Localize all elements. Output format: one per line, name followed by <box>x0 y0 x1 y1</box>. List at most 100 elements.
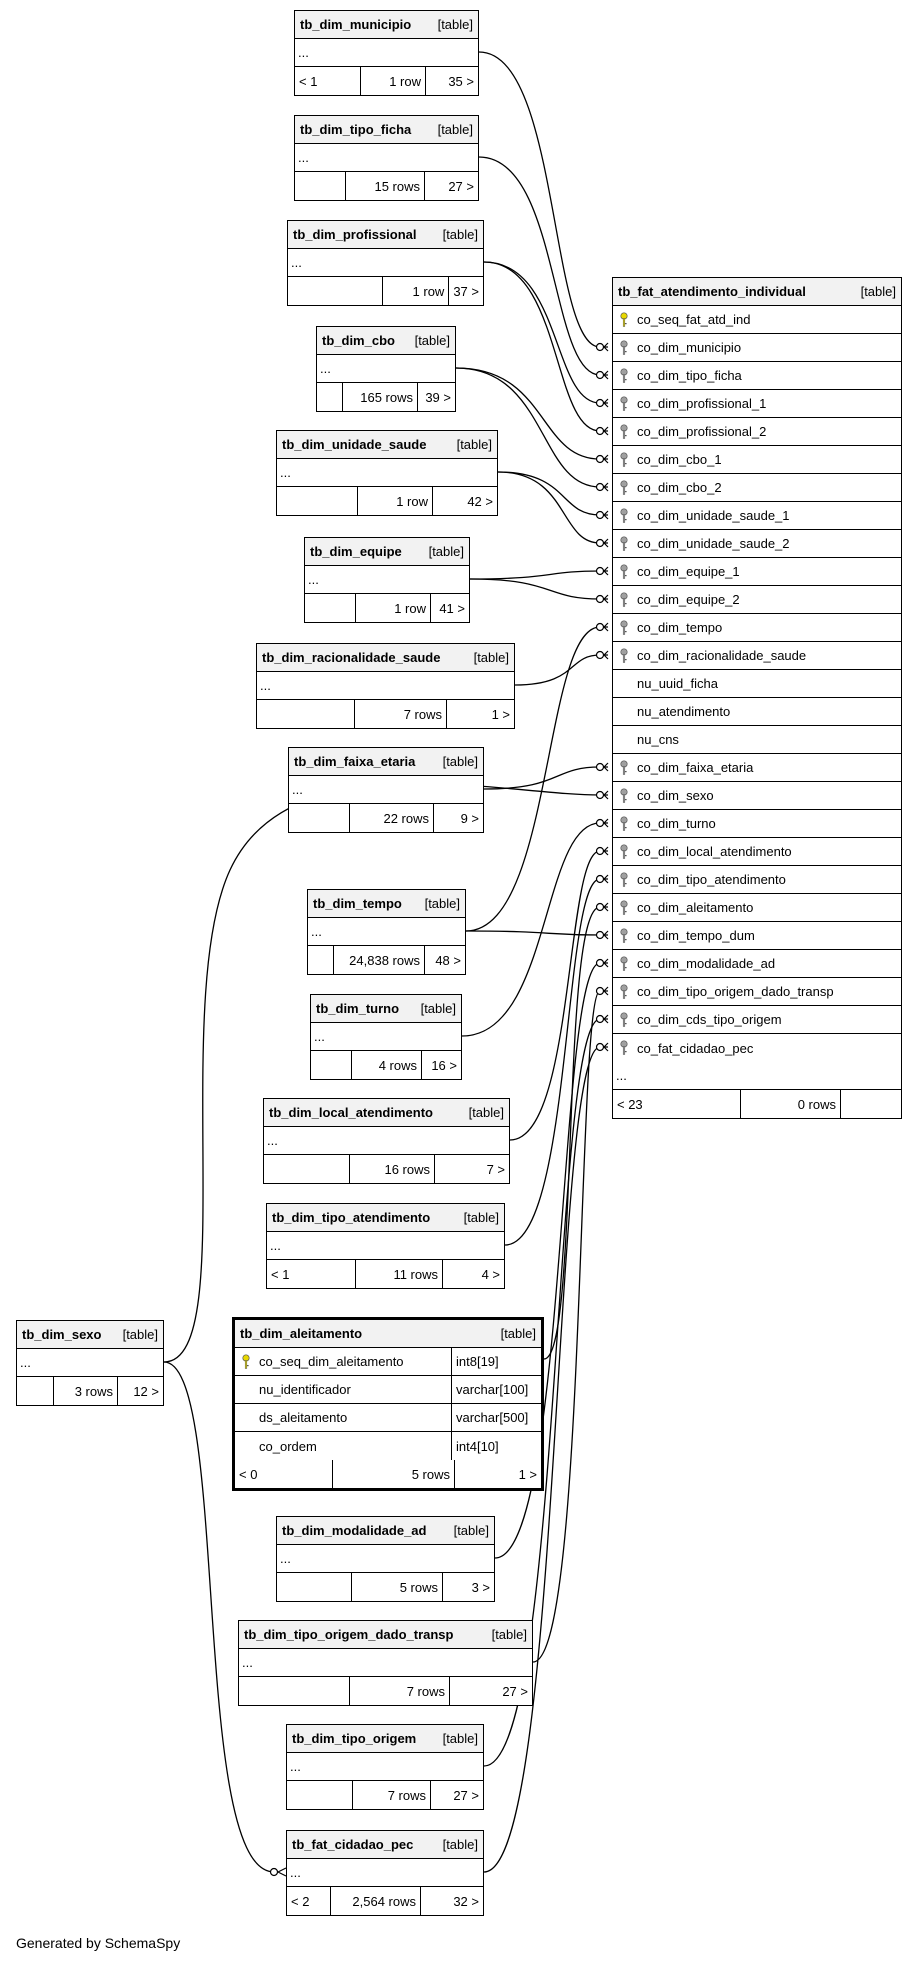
footer-children[interactable]: 39 > <box>417 383 455 411</box>
footer-parents[interactable] <box>277 1573 351 1601</box>
column-co-dim-tipo-atendimento[interactable]: co_dim_tipo_atendimento <box>613 866 901 894</box>
table-tb-dim-local-atendimento[interactable]: tb_dim_local_atendimento[table]...16 row… <box>263 1098 510 1184</box>
footer-children[interactable]: 1 > <box>454 1460 541 1488</box>
column-co-dim-aleitamento[interactable]: co_dim_aleitamento <box>613 894 901 922</box>
table-header[interactable]: tb_dim_racionalidade_saude[table] <box>257 644 514 672</box>
table-header[interactable]: tb_dim_tipo_origem_dado_transp[table] <box>239 1621 532 1649</box>
table-tb-dim-racionalidade-saude[interactable]: tb_dim_racionalidade_saude[table]...7 ro… <box>256 643 515 729</box>
footer-children[interactable]: 7 > <box>434 1155 509 1183</box>
column-co-dim-cbo-2[interactable]: co_dim_cbo_2 <box>613 474 901 502</box>
column-co-dim-local-atendimento[interactable]: co_dim_local_atendimento <box>613 838 901 866</box>
footer-parents[interactable] <box>288 277 382 305</box>
column-co-dim-cds-tipo-origem[interactable]: co_dim_cds_tipo_origem <box>613 1006 901 1034</box>
table-header[interactable]: tb_dim_turno[table] <box>311 995 461 1023</box>
footer-parents[interactable] <box>277 487 357 515</box>
column-co-dim-profissional-1[interactable]: co_dim_profissional_1 <box>613 390 901 418</box>
footer-children[interactable]: 27 > <box>449 1677 532 1705</box>
column-co-dim-municipio[interactable]: co_dim_municipio <box>613 334 901 362</box>
footer-children[interactable]: 27 > <box>430 1781 483 1809</box>
table-header[interactable]: tb_dim_cbo[table] <box>317 327 455 355</box>
column-co-dim-cbo-1[interactable]: co_dim_cbo_1 <box>613 446 901 474</box>
table-header[interactable]: tb_dim_tipo_ficha[table] <box>295 116 478 144</box>
column-co-dim-profissional-2[interactable]: co_dim_profissional_2 <box>613 418 901 446</box>
footer-children[interactable]: 12 > <box>117 1377 163 1405</box>
footer-parents[interactable] <box>239 1677 349 1705</box>
footer-children[interactable]: 3 > <box>442 1573 494 1601</box>
column-co-dim-tempo[interactable]: co_dim_tempo <box>613 614 901 642</box>
table-header[interactable]: tb_dim_tempo[table] <box>308 890 465 918</box>
table-tb-fat-atendimento-individual[interactable]: tb_fat_atendimento_individual [table] co… <box>612 277 902 1119</box>
footer-children[interactable]: 37 > <box>448 277 483 305</box>
footer-children[interactable]: 42 > <box>432 487 497 515</box>
table-header[interactable]: tb_dim_sexo[table] <box>17 1321 163 1349</box>
column-co-fat-cidadao-pec[interactable]: co_fat_cidadao_pec <box>613 1034 901 1062</box>
column-co-dim-unidade-saude-1[interactable]: co_dim_unidade_saude_1 <box>613 502 901 530</box>
column-co-dim-equipe-1[interactable]: co_dim_equipe_1 <box>613 558 901 586</box>
table-header[interactable]: tb_dim_tipo_origem[table] <box>287 1725 483 1753</box>
footer-children[interactable]: 32 > <box>420 1887 483 1915</box>
column-co-dim-modalidade-ad[interactable]: co_dim_modalidade_ad <box>613 950 901 978</box>
footer-children[interactable]: 48 > <box>424 946 465 974</box>
column-co-dim-tipo-origem-dado-transp[interactable]: co_dim_tipo_origem_dado_transp <box>613 978 901 1006</box>
column-co-dim-sexo[interactable]: co_dim_sexo <box>613 782 901 810</box>
footer-children[interactable] <box>840 1090 901 1118</box>
table-tb-dim-aleitamento[interactable]: tb_dim_aleitamento [table] co_seq_dim_al… <box>232 1317 544 1491</box>
footer-parents[interactable] <box>295 172 345 200</box>
column-co-dim-tempo-dum[interactable]: co_dim_tempo_dum <box>613 922 901 950</box>
footer-parents[interactable] <box>289 804 349 832</box>
table-tb-dim-tipo-origem-dado-transp[interactable]: tb_dim_tipo_origem_dado_transp[table]...… <box>238 1620 533 1706</box>
column-co-dim-faixa-etaria[interactable]: co_dim_faixa_etaria <box>613 754 901 782</box>
table-header[interactable]: tb_dim_local_atendimento[table] <box>264 1099 509 1127</box>
table-header[interactable]: tb_dim_tipo_atendimento[table] <box>267 1204 504 1232</box>
table-header[interactable]: tb_dim_faixa_etaria[table] <box>289 748 483 776</box>
footer-parents[interactable]: < 1 <box>299 73 318 89</box>
footer-children[interactable]: 1 > <box>446 700 514 728</box>
column-co-seq-fat-atd-ind[interactable]: co_seq_fat_atd_ind <box>613 306 901 334</box>
footer-children[interactable]: 35 > <box>425 67 478 95</box>
footer-parents[interactable]: < 1 <box>271 1266 290 1282</box>
footer-parents[interactable]: < 2 <box>291 1893 310 1909</box>
table-header[interactable]: tb_dim_aleitamento [table] <box>235 1320 541 1348</box>
column-co-dim-turno[interactable]: co_dim_turno <box>613 810 901 838</box>
table-header[interactable]: tb_fat_cidadao_pec[table] <box>287 1831 483 1859</box>
footer-parents[interactable] <box>264 1155 349 1183</box>
table-header[interactable]: tb_dim_equipe[table] <box>305 538 469 566</box>
table-header[interactable]: tb_dim_modalidade_ad[table] <box>277 1517 494 1545</box>
footer-children[interactable]: 27 > <box>424 172 478 200</box>
column-co-dim-unidade-saude-2[interactable]: co_dim_unidade_saude_2 <box>613 530 901 558</box>
table-header[interactable]: tb_dim_municipio[table] <box>295 11 478 39</box>
table-header[interactable]: tb_dim_profissional[table] <box>288 221 483 249</box>
footer-children[interactable]: 16 > <box>421 1051 461 1079</box>
table-header[interactable]: tb_dim_unidade_saude[table] <box>277 431 497 459</box>
column-nu-cns[interactable]: nu_cns <box>613 726 901 754</box>
footer-parents[interactable] <box>311 1051 351 1079</box>
footer-parents[interactable] <box>305 594 355 622</box>
column-co-dim-equipe-2[interactable]: co_dim_equipe_2 <box>613 586 901 614</box>
footer-parents[interactable] <box>257 700 354 728</box>
footer-parents[interactable] <box>287 1781 352 1809</box>
column-nu-uuid-ficha[interactable]: nu_uuid_ficha <box>613 670 901 698</box>
table-header[interactable]: tb_fat_atendimento_individual [table] <box>613 278 901 306</box>
footer-parents[interactable]: < 23 <box>617 1096 643 1112</box>
footer-parents[interactable] <box>317 383 342 411</box>
column-co-dim-tipo-ficha[interactable]: co_dim_tipo_ficha <box>613 362 901 390</box>
footer-children[interactable]: 9 > <box>433 804 483 832</box>
column-nu-atendimento[interactable]: nu_atendimento <box>613 698 901 726</box>
